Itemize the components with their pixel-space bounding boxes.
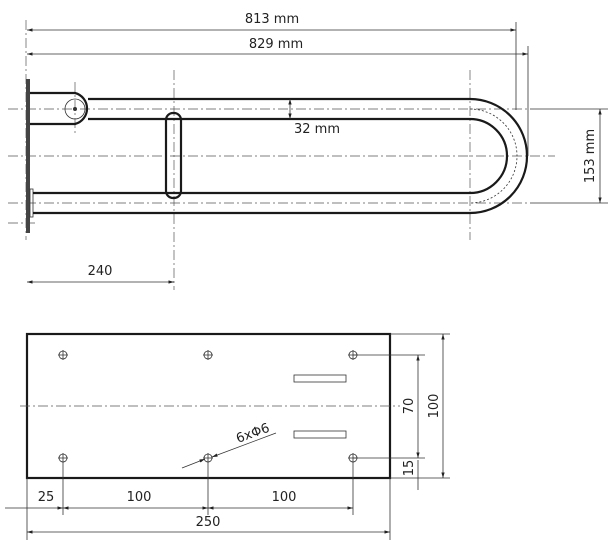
hole-icon [58,350,68,360]
dim-813-label: 813 mm [245,12,299,27]
slot-upper [293,374,347,383]
leader [181,458,206,469]
hole-callout-leader [211,432,277,458]
hole-icon [203,453,213,463]
dim-100-vertical-label: 100 [427,394,442,419]
hole-callout-label: 6xΦ6 [234,421,272,447]
wall-plate [26,79,30,233]
grip-handle [164,111,183,200]
hole-icon [203,350,213,360]
tube-axis-arc [469,108,518,204]
dim-153-label: 153 mm [583,129,598,183]
hinge-pin [73,107,77,111]
dim-25-label: 25 [38,490,55,505]
lower-bracket [29,188,34,218]
tube-inner [33,117,509,195]
dim-32-label: 32 mm [294,122,340,137]
dim-70-label: 70 [402,398,417,415]
hinge-icon [64,98,86,120]
hinge-arm [30,91,89,126]
dim-15-label: 15 [402,460,417,477]
hole-icon [58,453,68,463]
slot-lower [293,430,347,439]
tube-outer [33,97,529,215]
dim-100-a-label: 100 [127,490,152,505]
dim-829-label: 829 mm [249,37,303,52]
mounting-holes [58,350,358,463]
dim-100-b-label: 100 [272,490,297,505]
dim-250-label: 250 [196,515,221,530]
mounting-plate-view: 6xΦ6 70 100 15 25 100 100 250 [5,332,450,540]
grab-bar-top-view: 813 mm 829 mm 153 mm 32 mm 240 [8,12,608,290]
dim-240-label: 240 [88,264,113,279]
